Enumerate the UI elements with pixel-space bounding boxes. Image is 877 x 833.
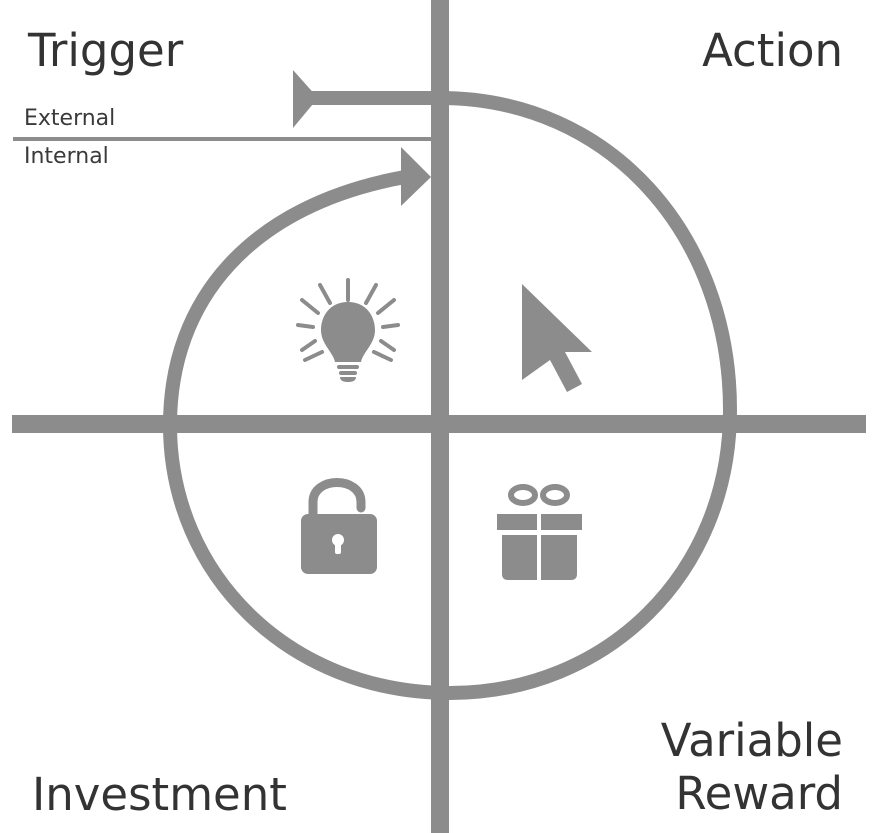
action-label: Action bbox=[702, 24, 843, 77]
gift-icon bbox=[497, 484, 582, 580]
unlocked-padlock-icon bbox=[301, 478, 377, 574]
variable-reward-line1: Variable bbox=[660, 714, 843, 767]
cursor-arrow-icon bbox=[522, 284, 592, 392]
internal-trigger-arrowhead bbox=[401, 147, 431, 206]
horizontal-axis bbox=[12, 415, 866, 433]
hook-loop-cycle bbox=[162, 91, 738, 701]
internal-trigger-label: Internal bbox=[24, 144, 109, 169]
variable-reward-label: Variable Reward bbox=[661, 718, 843, 816]
external-trigger-label: External bbox=[24, 106, 116, 131]
trigger-label: Trigger bbox=[28, 24, 184, 77]
investment-label: Investment bbox=[32, 768, 287, 821]
lightbulb-icon bbox=[296, 278, 400, 382]
external-trigger-tail bbox=[293, 70, 318, 128]
variable-reward-line2: Reward bbox=[675, 767, 843, 820]
trigger-divider-line bbox=[13, 137, 433, 141]
external-trigger-bar bbox=[305, 91, 445, 105]
